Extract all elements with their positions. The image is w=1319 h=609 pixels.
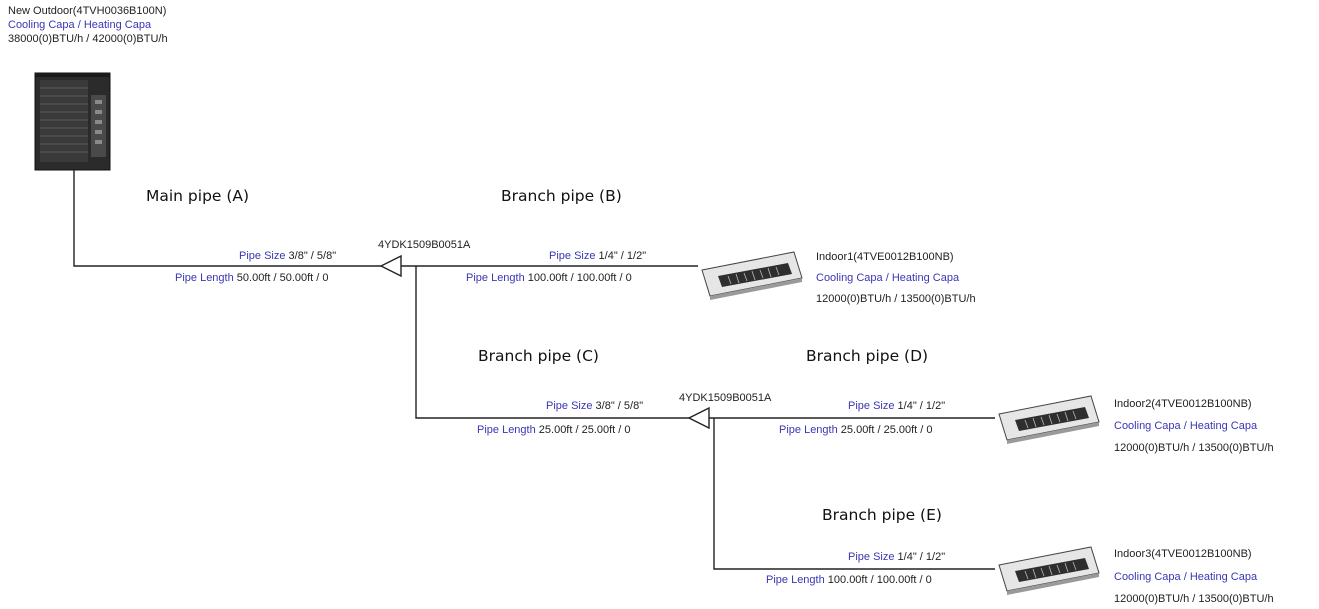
branch-pipe-c-title: Branch pipe (C) xyxy=(478,347,599,365)
main-pipe-title: Main pipe (A) xyxy=(146,187,250,205)
indoor2-capa-label: Cooling Capa / Heating Capa xyxy=(1114,420,1258,432)
branch-kit-icon xyxy=(379,254,402,278)
pipe-e-size: Pipe Size 1/4" / 1/2" xyxy=(848,551,946,563)
pipe-b-length: Pipe Length 100.00ft / 100.00ft / 0 xyxy=(466,272,632,284)
indoor1-capa-label: Cooling Capa / Heating Capa xyxy=(816,272,960,284)
pipe-c-length: Pipe Length 25.00ft / 25.00ft / 0 xyxy=(477,424,631,436)
outdoor-capa-label: Cooling Capa / Heating Capa xyxy=(8,19,152,31)
indoor3-capa-label: Cooling Capa / Heating Capa xyxy=(1114,571,1258,583)
indoor1-name: Indoor1(4TVE0012B100NB) xyxy=(816,251,954,263)
pipe-c-size: Pipe Size 3/8" / 5/8" xyxy=(546,400,644,412)
indoor2-capa-value: 12000(0)BTU/h / 13500(0)BTU/h xyxy=(1114,442,1274,454)
indoor3-name: Indoor3(4TVE0012B100NB) xyxy=(1114,548,1252,560)
outdoor-capa-value: 38000(0)BTU/h / 42000(0)BTU/h xyxy=(8,33,168,45)
pipe-d-length: Pipe Length 25.00ft / 25.00ft / 0 xyxy=(779,424,933,436)
branch-pipe-e-title: Branch pipe (E) xyxy=(822,506,942,524)
branch-pipe-b-title: Branch pipe (B) xyxy=(501,187,622,205)
branch-kit-1-label: 4YDK1509B0051A xyxy=(378,239,471,251)
indoor2-name: Indoor2(4TVE0012B100NB) xyxy=(1114,398,1252,410)
pipe-a-length: Pipe Length 50.00ft / 50.00ft / 0 xyxy=(175,272,329,284)
indoor3-capa-value: 12000(0)BTU/h / 13500(0)BTU/h xyxy=(1114,593,1274,605)
pipe-d-size: Pipe Size 1/4" / 1/2" xyxy=(848,400,946,412)
branch-pipe-d-title: Branch pipe (D) xyxy=(806,347,929,365)
indoor-unit-icon xyxy=(998,546,1100,595)
pipe-a-size: Pipe Size 3/8" / 5/8" xyxy=(239,250,337,262)
outdoor-unit-icon xyxy=(34,72,111,171)
outdoor-name: New Outdoor(4TVH0036B100N) xyxy=(8,5,167,17)
pipe-e-length: Pipe Length 100.00ft / 100.00ft / 0 xyxy=(766,574,932,586)
indoor1-capa-value: 12000(0)BTU/h / 13500(0)BTU/h xyxy=(816,293,976,305)
indoor-unit-icon xyxy=(701,251,803,300)
indoor-unit-icon xyxy=(998,395,1100,444)
pipe-b-size: Pipe Size 1/4" / 1/2" xyxy=(549,250,647,262)
branch-kit-2-label: 4YDK1509B0051A xyxy=(679,392,772,404)
branch-kit-icon xyxy=(687,406,710,430)
